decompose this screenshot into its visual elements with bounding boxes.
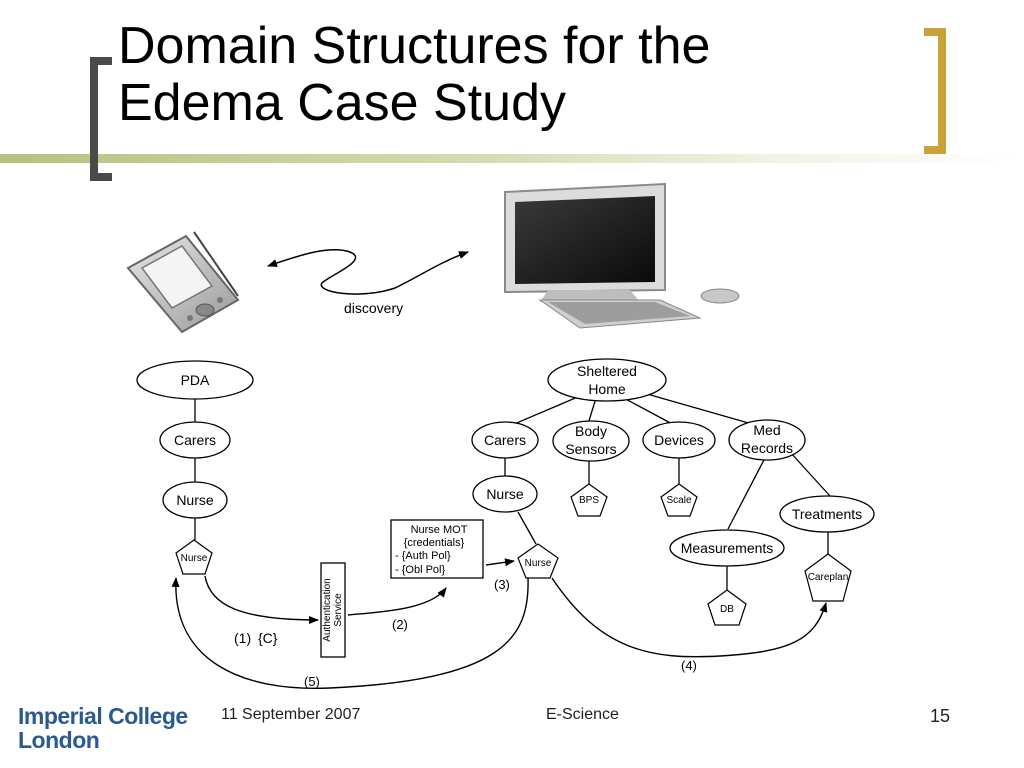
right-nurse-pentagon (517, 543, 559, 579)
step-3-arrow (485, 558, 515, 567)
right-carers-label: Carers (484, 432, 526, 448)
left-nurse-node (162, 481, 228, 519)
right-nurse-label: Nurse (486, 486, 524, 502)
step-1-arrow (204, 575, 319, 624)
devices-node (642, 421, 716, 459)
step-3-label: (3) (494, 577, 510, 592)
slide-title-line2: Edema Case Study (118, 74, 567, 132)
scale-pentagon (660, 483, 698, 517)
sheltered-home-label-2: Home (588, 381, 626, 397)
body-sensors-label-1: Body (575, 423, 607, 439)
body-sensors-label-2: Sensors (565, 441, 616, 457)
left-nurse-pentagon (175, 539, 213, 575)
right-domain-tree: Sheltered Home Carers Body Sensors Devic… (471, 358, 875, 626)
bps-label: BPS (579, 495, 599, 506)
authentication-service-box (320, 562, 346, 658)
auth-service-label-1: Authentication (322, 578, 333, 641)
right-carers-node (471, 421, 539, 459)
logo-line2: London (18, 727, 100, 753)
nurse-mot-auth-pol: - {Auth Pol} (395, 550, 451, 562)
sheltered-home-label-1: Sheltered (577, 363, 637, 379)
desktop-computer-image (504, 182, 740, 329)
page-number: 15 (930, 706, 951, 726)
db-pentagon (707, 589, 747, 626)
imperial-college-logo: Imperial College London (18, 704, 208, 756)
careplan-label: Careplan (808, 572, 849, 583)
left-nurse-pentagon-label: Nurse (181, 553, 208, 564)
auth-service-label-2: Service (333, 593, 344, 627)
treatments-node (779, 495, 875, 533)
scale-label: Scale (666, 495, 691, 506)
logo-line1: Imperial College (18, 703, 188, 729)
slide-title: Domain Structures for the Edema Case Stu… (118, 18, 878, 132)
treatments-label: Treatments (792, 506, 862, 522)
step-1-label: (1) (234, 630, 251, 646)
title-underline-band (0, 154, 1024, 163)
sheltered-home-node (547, 358, 667, 402)
measurements-label: Measurements (681, 540, 774, 556)
left-carers-label: Carers (174, 432, 216, 448)
nurse-mot-title: Nurse MOT (411, 524, 468, 536)
devices-label: Devices (654, 432, 704, 448)
left-nurse-label: Nurse (176, 492, 214, 508)
discovery-label: discovery (344, 300, 403, 316)
pda-node-label: PDA (181, 372, 210, 388)
med-records-label-1: Med (753, 422, 780, 438)
med-records-node (728, 419, 806, 461)
left-bracket-decoration (90, 57, 112, 181)
pda-node (136, 360, 254, 400)
step-4-label: (4) (681, 658, 697, 673)
left-domain-tree: PDA Carers Nurse Nurse (136, 360, 254, 575)
step-5-label: (5) (304, 674, 320, 689)
med-records-label-2: Records (741, 440, 793, 456)
nurse-mot-credentials: {credentials} (404, 537, 465, 549)
nurse-mot-box (390, 519, 484, 579)
footer-center-text: E-Science (546, 706, 619, 723)
bps-pentagon (570, 483, 608, 517)
step-2-label: (2) (392, 617, 408, 632)
body-sensors-node (552, 420, 630, 462)
pda-device-image (126, 231, 240, 334)
step-2-arrow (347, 587, 447, 616)
db-label: DB (720, 604, 734, 615)
measurements-node (669, 529, 785, 567)
right-nurse-pentagon-label: Nurse (525, 558, 552, 569)
careplan-pentagon (804, 553, 852, 602)
step-5-arrow (171, 577, 529, 690)
right-bracket-decoration (924, 28, 946, 154)
step-1-payload-label: {C} (258, 630, 278, 646)
slide-title-line1: Domain Structures for the (118, 17, 711, 75)
discovery-arrow (267, 248, 469, 295)
nurse-mot-obl-pol: - {Obl Pol} (395, 564, 445, 576)
left-carers-node (159, 421, 231, 459)
right-nurse-node (472, 475, 538, 513)
footer-date: 11 September 2007 (221, 706, 361, 723)
step-4-arrow (551, 577, 828, 658)
